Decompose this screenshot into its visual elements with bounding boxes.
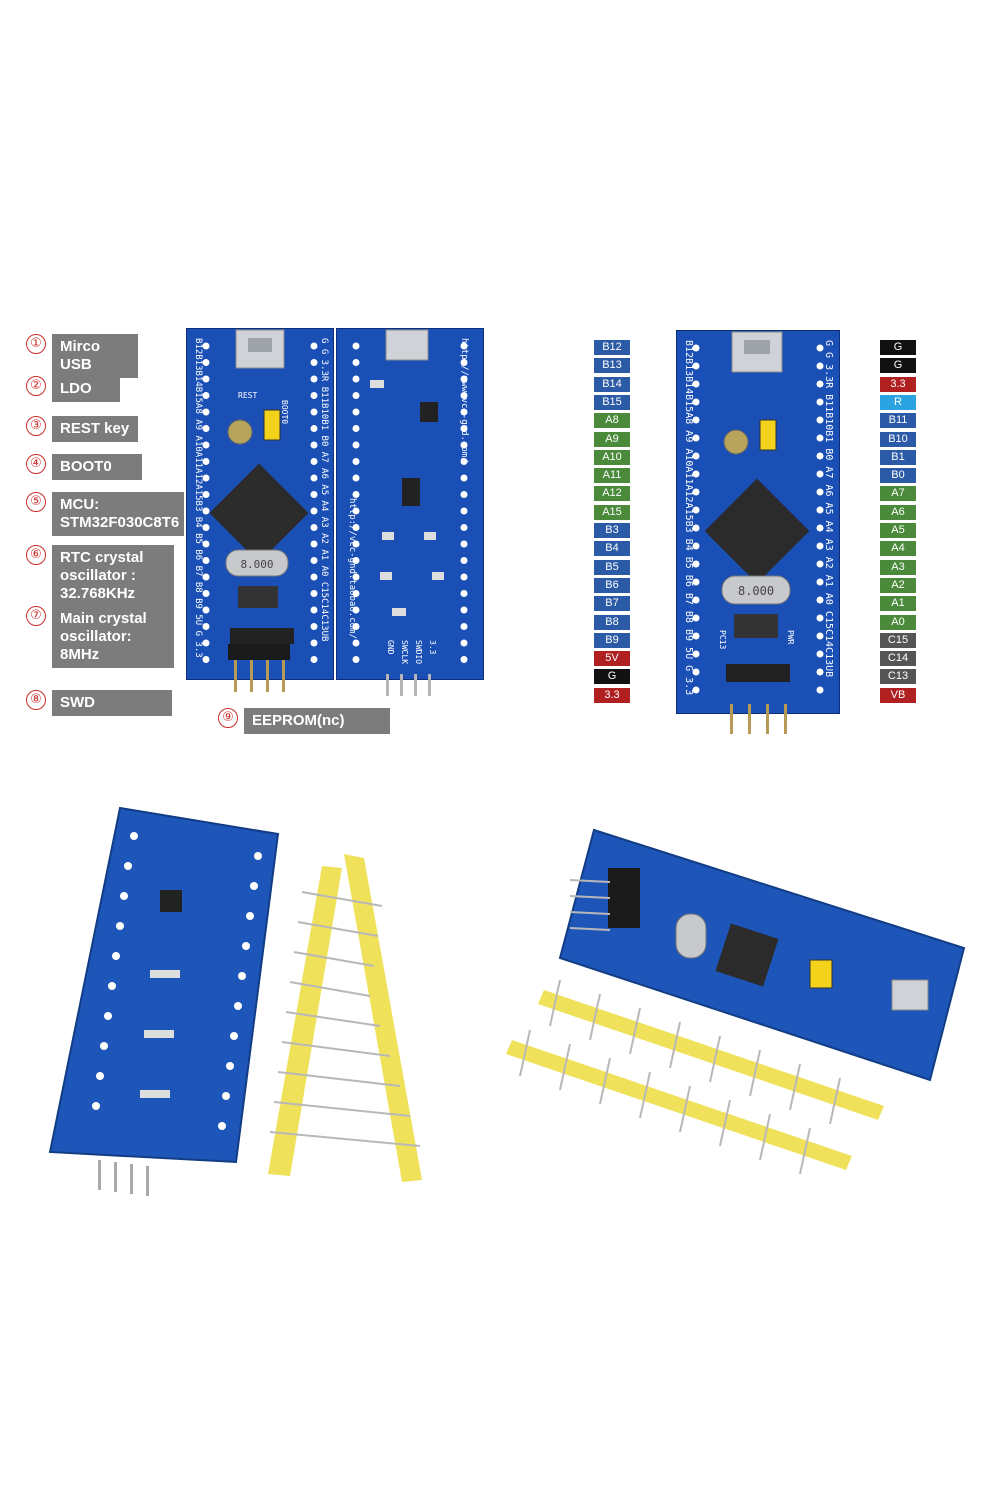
svg-text:BOOT0: BOOT0 xyxy=(280,400,289,424)
svg-text:B12B13B14B15A8 A9 A10A11A12A15: B12B13B14B15A8 A9 A10A11A12A15B3 B4 B5 B… xyxy=(193,338,203,658)
pin-label: G xyxy=(880,340,916,355)
pin-label: A10 xyxy=(594,449,630,465)
pin-label: C13 xyxy=(880,669,916,685)
board-pinout-photo: 8.000 B12B13B14B15A8 A9 A10A11A12A15B3 B… xyxy=(676,330,840,714)
callout-4: ④ BOOT0 xyxy=(26,454,142,480)
main-crystal xyxy=(225,549,289,577)
pin-label: B10 xyxy=(880,431,916,447)
pin-label: B13 xyxy=(594,358,630,374)
pin-label: B15 xyxy=(594,394,630,410)
callout-label: MCU: STM32F030C8T6 xyxy=(52,492,184,536)
svg-text:http://www.vcc-gnd.com/: http://www.vcc-gnd.com/ xyxy=(459,338,469,463)
pin-label: B9 xyxy=(594,632,630,648)
reset-button xyxy=(227,419,253,445)
svg-text:3.3: 3.3 xyxy=(428,640,437,655)
svg-text:GND: GND xyxy=(386,640,395,655)
pin-label: B3 xyxy=(594,523,630,538)
callout-label: REST key xyxy=(52,416,138,442)
board-back-photo: http://www.vcc-gnd.com/ http://vcc-gnd.t… xyxy=(336,328,484,680)
pin-label: A3 xyxy=(880,559,916,575)
svg-text:B12B13B14B15A8 A9 A10A11A12A15: B12B13B14B15A8 A9 A10A11A12A15B3 B4 B5 B… xyxy=(683,340,694,695)
callout-1: ① Mirco USB xyxy=(26,334,138,378)
pin-label: 3.3 xyxy=(880,376,916,392)
callout-number: ③ xyxy=(26,416,46,436)
pin-label: A15 xyxy=(594,504,630,520)
callout-6: ⑥ RTC crystal oscillator : 32.768KHz xyxy=(26,545,174,607)
callout-label: EEPROM(nc) xyxy=(244,708,390,734)
pin-label: B0 xyxy=(880,468,916,484)
pin-label: C15 xyxy=(880,632,916,648)
svg-text:http://vcc-gnd.taobao.com/: http://vcc-gnd.taobao.com/ xyxy=(347,498,357,639)
pin-label: G xyxy=(880,358,916,374)
pin-label: A7 xyxy=(880,486,916,502)
svg-text:G G 3.3R B11B10B1 B0 A7 A6 A5: G G 3.3R B11B10B1 B0 A7 A6 A5 A4 A3 A2 A… xyxy=(823,340,834,677)
callout-number: ⑦ xyxy=(26,606,46,626)
callout-5: ⑤ MCU: STM32F030C8T6 xyxy=(26,492,184,536)
pin-label: 5V xyxy=(594,651,630,667)
pin-label: B12 xyxy=(594,340,630,355)
pin-label: A12 xyxy=(594,486,630,502)
svg-text:REST: REST xyxy=(238,391,257,400)
board-front-angled-photo xyxy=(506,828,966,1175)
pin-label: B1 xyxy=(880,449,916,465)
pin-label: A1 xyxy=(880,596,916,612)
pin-label: R xyxy=(880,394,916,410)
callout-3: ③ REST key xyxy=(26,416,138,442)
pin-label: A5 xyxy=(880,523,916,538)
board-back-angled-photo xyxy=(48,806,422,1196)
pin-label: A11 xyxy=(594,468,630,484)
callout-number: ⑨ xyxy=(218,708,238,728)
svg-text:G G 3.3R B11B10B1 B0 A7 A6 A5: G G 3.3R B11B10B1 B0 A7 A6 A5 A4 A3 A2 A… xyxy=(319,338,329,641)
svg-text:SWDIO: SWDIO xyxy=(414,640,423,664)
pin-label: VB xyxy=(880,687,916,703)
pinout-swd-pins xyxy=(730,704,787,734)
callout-2: ② LDO xyxy=(26,376,120,402)
callout-label: SWD xyxy=(52,690,172,716)
callout-7: ⑦ Main crystal oscillator: 8MHz xyxy=(26,606,174,668)
pin-label: A0 xyxy=(880,614,916,630)
pin-label: B4 xyxy=(594,541,630,557)
callout-label: Main crystal oscillator: 8MHz xyxy=(52,606,174,668)
swd-pins xyxy=(228,644,290,692)
svg-text:8.000: 8.000 xyxy=(738,584,774,598)
pin-label: B8 xyxy=(594,614,630,630)
callout-number: ② xyxy=(26,376,46,396)
callout-8: ⑧ SWD xyxy=(26,690,172,716)
pin-label: B5 xyxy=(594,559,630,575)
pin-label: 3.3 xyxy=(594,687,630,703)
callout-label: LDO xyxy=(52,376,120,402)
pin-label: B7 xyxy=(594,596,630,612)
pin-label: A9 xyxy=(594,431,630,447)
svg-text:SWCLK: SWCLK xyxy=(400,640,409,664)
callout-label: BOOT0 xyxy=(52,454,142,480)
svg-text:8.000: 8.000 xyxy=(240,558,273,571)
board-front-photo: 8.000 REST BOOT0 B12B13B14B15A8 A9 A10A1… xyxy=(186,328,334,680)
callout-label: RTC crystal oscillator : 32.768KHz xyxy=(52,545,174,607)
boot-jumper xyxy=(263,409,281,441)
rtc-crystal xyxy=(238,586,278,608)
back-swd-pins xyxy=(386,674,431,696)
pin-label: C14 xyxy=(880,651,916,667)
svg-text:PWR: PWR xyxy=(786,630,795,645)
callout-number: ⑥ xyxy=(26,545,46,565)
swd-header xyxy=(230,628,294,644)
pin-label: A2 xyxy=(880,577,916,593)
pin-label: B11 xyxy=(880,413,916,429)
pin-label: B6 xyxy=(594,577,630,593)
pin-label: A4 xyxy=(880,541,916,557)
callout-9: ⑨ EEPROM(nc) xyxy=(218,708,390,734)
pin-label: A6 xyxy=(880,504,916,520)
svg-text:PC13: PC13 xyxy=(718,630,727,649)
pin-label: B14 xyxy=(594,376,630,392)
callout-label: Mirco USB xyxy=(52,334,138,378)
callout-number: ⑤ xyxy=(26,492,46,512)
callout-number: ① xyxy=(26,334,46,354)
callout-number: ④ xyxy=(26,454,46,474)
pin-label: A8 xyxy=(594,413,630,429)
pin-label: G xyxy=(594,669,630,685)
callout-number: ⑧ xyxy=(26,690,46,710)
